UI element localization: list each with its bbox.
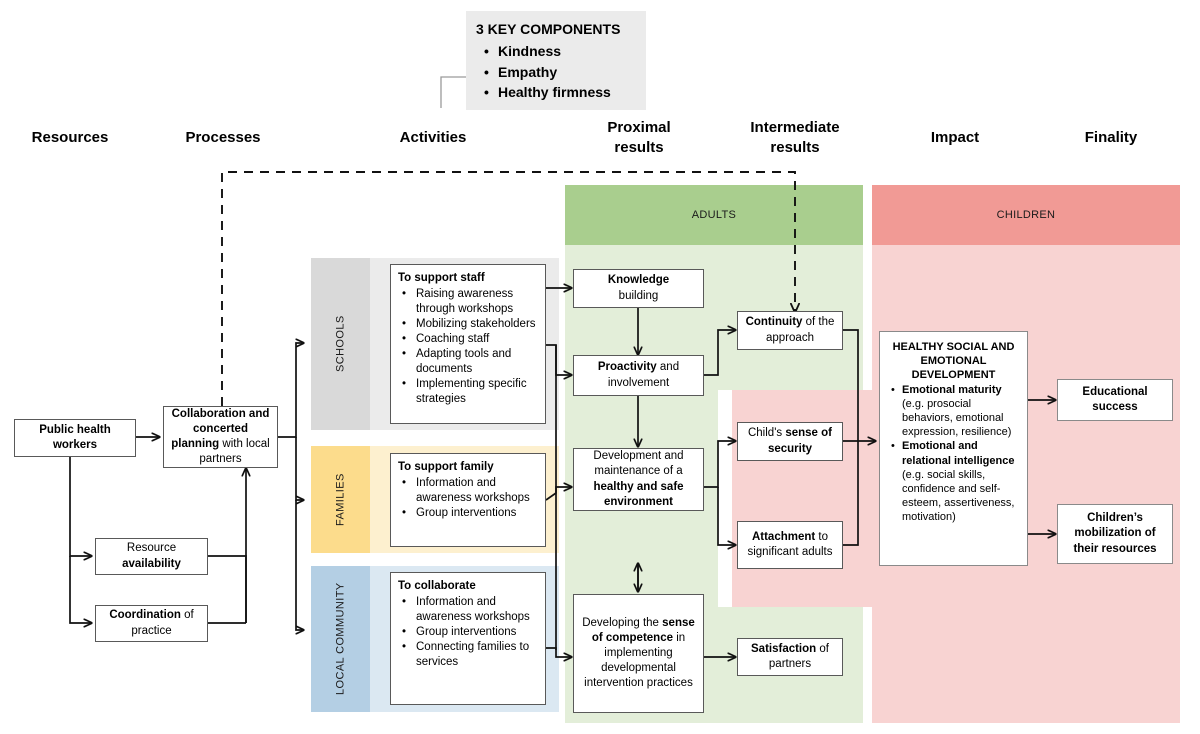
security-pre: Child's [747,427,786,440]
collaboration-label-bold: Collaboration and concerted planning [171,407,270,450]
card-families-heading: To support family [398,461,494,473]
node-collaboration-planning[interactable]: Collaboration and concerted planning wit… [163,406,278,468]
environment-plain: Development and maintenance of a [593,450,684,478]
resource-availability-plain: Resource [126,542,177,555]
card-local-community-item: Information and awareness workshops [402,595,538,625]
node-sense-of-competence[interactable]: Developing the sense of competence in im… [573,594,704,713]
card-schools-item: Adapting tools and documents [402,347,538,377]
key-components-item: Empathy [484,62,636,83]
card-local-community-heading: To collaborate [398,580,476,592]
node-healthy-social-emotional-development[interactable]: HEALTHY SOCIAL AND EMOTIONAL DEVELOPMENT… [879,331,1028,566]
node-resource-availability[interactable]: Resource availability [95,538,208,575]
proactivity-bold: Proactivity [597,361,657,374]
card-schools-item: Coaching staff [402,332,538,347]
node-satisfaction-of-partners[interactable]: Satisfaction of partners [737,638,843,676]
continuity-rest: of the approach [766,316,835,344]
key-components-item: Healthy firmness [484,82,636,103]
node-child-sense-of-security[interactable]: Child's sense of security [737,422,843,461]
node-healthy-safe-environment[interactable]: Development and maintenance of a healthy… [573,448,704,511]
column-header-activities: Activities [399,129,467,146]
band-adults-label: ADULTS [691,209,737,221]
column-header-proximal-line2: results [614,139,664,157]
security-bold: sense of security [767,427,833,455]
knowledge-rest: building [618,289,659,302]
key-components-item: Kindness [484,41,636,62]
card-local-community-item: Connecting families to services [402,640,538,670]
node-children-mobilization[interactable]: Children’s mobilization of their resourc… [1057,504,1173,564]
card-to-collaborate[interactable]: To collaborate Information and awareness… [390,572,546,705]
card-schools-item: Mobilizing stakeholders [402,317,538,332]
satisfaction-bold: Satisfaction [751,642,817,655]
card-local-community-item: Group interventions [402,625,538,640]
node-attachment-significant-adults[interactable]: Attachment to significant adults [737,521,843,569]
column-header-finality: Finality [1084,129,1138,146]
column-header-intermediate-results: Intermediate results [727,118,863,159]
band-children-header [872,185,1180,245]
impact-title: HEALTHY SOCIAL AND EMOTIONAL DEVELOPMENT [892,341,1015,382]
band-families-label: FAMILIES [334,473,347,526]
impact-item: Emotional maturity (e.g. prosocial behav… [891,383,1019,440]
children-mobilization-label: Children’s mobilization of their resourc… [1073,512,1157,555]
band-children-label: CHILDREN [996,209,1056,221]
competence-pre: Developing the [582,616,663,629]
column-header-processes: Processes [185,129,261,146]
band-schools-label: SCHOOLS [334,315,347,373]
node-public-health-workers[interactable]: Public health workers [14,419,136,457]
band-local-community-label: LOCAL COMMUNITY [334,582,347,696]
column-header-proximal-results: Proximal results [574,118,704,159]
attachment-bold: Attachment [751,530,816,543]
card-schools-item: Raising awareness through workshops [402,287,538,317]
competence-post: in implementing developmental interventi… [584,631,693,690]
key-components-title: 3 KEY COMPONENTS [476,21,621,37]
column-header-intermediate-line2: results [770,139,820,157]
collaboration-label-rest: with local partners [199,438,270,466]
impact-item-bold: Emotional maturity [902,383,1002,396]
competence-bold: sense of competence [591,616,695,644]
coordination-bold: Coordination [109,609,181,622]
satisfaction-rest: of partners [768,642,829,670]
educational-success-label: Educational success [1082,385,1148,413]
column-header-proximal-line1: Proximal [607,119,671,136]
band-families-strip [311,446,370,553]
public-health-workers-label: Public health workers [39,423,111,451]
column-header-resources: Resources [31,129,109,146]
impact-item: Emotional and relational intelligence (e… [891,439,1019,524]
card-families-item: Group interventions [402,506,538,521]
card-to-support-family[interactable]: To support family Information and awaren… [390,453,546,547]
environment-bold: healthy and safe environment [593,480,684,508]
impact-item-rest: (e.g. social skills, confidence and self… [902,468,1015,524]
impact-item-bold: Emotional and relational intelligence [902,440,1015,467]
resource-availability-bold: availability [122,557,181,570]
card-to-support-staff[interactable]: To support staff Raising awareness throu… [390,264,546,424]
column-header-impact: Impact [930,129,980,146]
node-proactivity-involvement[interactable]: Proactivity and involvement [573,355,704,396]
node-coordination-of-practice[interactable]: Coordination of practice [95,605,208,642]
impact-item-rest: (e.g. prosocial behaviors, emotional exp… [902,397,1012,439]
attachment-rest: to significant adults [747,530,833,558]
knowledge-bold: Knowledge [607,274,670,287]
card-schools-item: Implementing specific strategies [402,377,538,407]
node-knowledge-building[interactable]: Knowledge building [573,269,704,308]
card-families-item: Information and awareness workshops [402,476,538,506]
column-header-intermediate-line1: Intermediate [750,119,840,136]
node-educational-success[interactable]: Educational success [1057,379,1173,421]
proactivity-rest: and involvement [607,361,680,389]
node-continuity-of-approach[interactable]: Continuity of the approach [737,311,843,350]
coordination-rest: of practice [131,609,194,637]
band-local-community-strip [311,566,370,712]
card-schools-heading: To support staff [398,272,485,284]
continuity-bold: Continuity [745,316,803,329]
key-components-callout: 3 KEY COMPONENTS Kindness Empathy Health… [466,11,646,110]
